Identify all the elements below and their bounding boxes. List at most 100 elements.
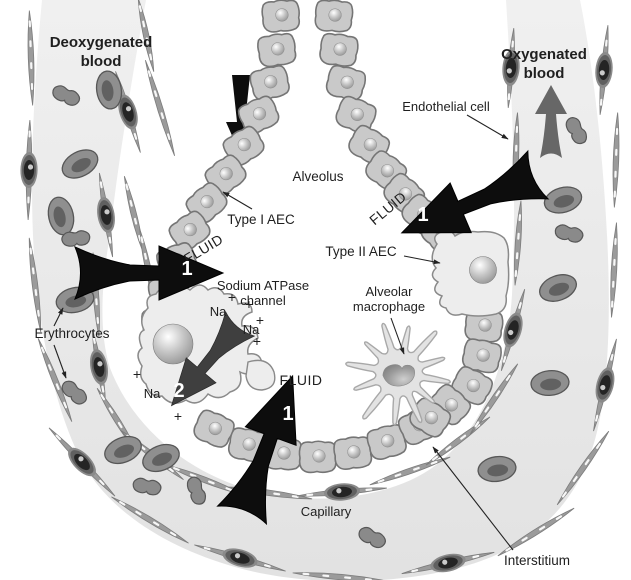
endothelial-wall-segment (500, 288, 526, 372)
aec-nucleus (237, 138, 251, 152)
label-alveolus: Alveolus (292, 169, 343, 184)
endothelial-wall-segment (610, 222, 618, 318)
label-deoxygenated-line1: Deoxygenated (50, 34, 153, 51)
label-macrophage-line1: Alveolar (366, 284, 414, 299)
macrophage-pointer (390, 317, 405, 355)
endothelial-wall-segment (612, 112, 620, 208)
aec-nucleus (476, 348, 490, 362)
endothelial-wall-segment (28, 237, 42, 333)
platelet (554, 224, 584, 243)
erythrocyte (539, 274, 577, 302)
endothelial-wall-segment (194, 544, 286, 572)
aec-nucleus (200, 195, 214, 209)
erythrocyte (61, 149, 99, 179)
step1-left: 1 (181, 258, 192, 280)
aec-nucleus (208, 421, 222, 436)
interstitium-pointer (432, 446, 514, 551)
aec-nucleus (312, 449, 326, 463)
step1-right: 1 (417, 204, 428, 226)
label-deoxygenated-line2: blood (81, 53, 122, 70)
label-sodium-channel-line1: Sodium ATPase (217, 278, 309, 293)
fluid-arrow-bottom (216, 374, 297, 526)
aec-nucleus (380, 164, 394, 178)
platelet (61, 380, 87, 405)
endothelial-wall-segment (144, 60, 176, 156)
endothelial-cell-pointer (466, 114, 509, 140)
aec-nucleus (242, 437, 256, 451)
endothelial-wall-segment (115, 71, 141, 153)
aec-nucleus (381, 434, 395, 448)
type1-aec-pointer (222, 191, 253, 210)
label-oxygenated-line2: blood (524, 65, 565, 82)
aec-nucleus (478, 318, 492, 332)
aec-nucleus (466, 379, 480, 393)
step2-arrow (170, 310, 256, 407)
type1-aec-cell (261, 0, 301, 33)
type1-aec-cell (409, 397, 452, 438)
type1-aec-cell (257, 32, 297, 68)
plus-ion: + (133, 366, 141, 382)
type1-aec-cell (298, 440, 338, 474)
step1-bottom: 1 (282, 403, 293, 425)
capillary-lumen (32, 0, 609, 580)
label-sodium-channel-line2: channel (240, 293, 286, 308)
platelet (52, 85, 81, 106)
endothelial-wall-segment (48, 427, 116, 497)
label-capillary: Capillary (301, 504, 352, 519)
label-type1-aec: Type I AEC (227, 212, 295, 227)
endothelial-wall-segment (27, 10, 35, 106)
platelet (358, 526, 386, 549)
erythrocyte (477, 455, 517, 483)
endothelial-wall-segment (297, 483, 387, 501)
endothelial-wall-segment (497, 507, 575, 557)
label-oxygenated-line1: Oxygenated (501, 46, 587, 63)
aec-nucleus (347, 445, 361, 459)
label-erythrocytes: Erythrocytes (34, 326, 109, 341)
platelet (132, 477, 162, 496)
aec-nucleus (183, 223, 197, 237)
aec-nucleus (264, 75, 278, 89)
aec-nucleus (252, 107, 267, 121)
type1-aec-cell (319, 32, 359, 67)
plus-ion: + (228, 289, 236, 305)
sodium-ion: Na (144, 386, 161, 401)
endothelial-wall-segment (37, 338, 73, 422)
plus-ion: + (245, 296, 253, 312)
endothelial-wall-segment (401, 551, 495, 575)
step2-number: 2 (173, 380, 184, 402)
erythrocytes-pointer-up (53, 307, 64, 327)
plus-ion: + (256, 312, 264, 328)
aec-nucleus (271, 42, 285, 56)
endothelial-wall-segment (593, 338, 617, 432)
sodium-ion: Na (210, 304, 227, 319)
fluid-arrow-right (400, 149, 550, 234)
plus-ion: + (253, 333, 261, 349)
endothelial-wall-segment (514, 200, 522, 286)
type2-left-nucleus (152, 323, 194, 365)
type2-aec-left (137, 284, 276, 404)
sodium-ion: Na (243, 322, 260, 337)
aec-nucleus (340, 75, 354, 89)
endothelial-wall-segment (137, 0, 155, 72)
label-macrophage-line2: macrophage (353, 299, 425, 314)
endothelial-wall-segment (595, 25, 613, 115)
type1-aec-cell (314, 0, 354, 33)
platelet (186, 476, 207, 505)
label-endothelial-cell: Endothelial cell (402, 99, 490, 114)
type1-aec-cell (193, 409, 235, 448)
endothelial-wall-segment (20, 119, 38, 221)
aec-nucleus (277, 446, 291, 460)
aec-nucleus (275, 8, 289, 22)
plus-ion: + (174, 408, 182, 424)
erythrocyte (530, 369, 570, 397)
erythrocyte (142, 443, 180, 473)
type2-aec-pointer (403, 255, 441, 265)
type1-aec-cell (464, 309, 504, 343)
erythrocyte (104, 435, 142, 465)
label-interstitium: Interstitium (504, 553, 570, 568)
endothelial-wall-segment (97, 172, 115, 258)
aec-nucleus (219, 167, 233, 181)
endothelial-wall-segment (369, 456, 451, 486)
aec-nucleus (398, 187, 412, 201)
